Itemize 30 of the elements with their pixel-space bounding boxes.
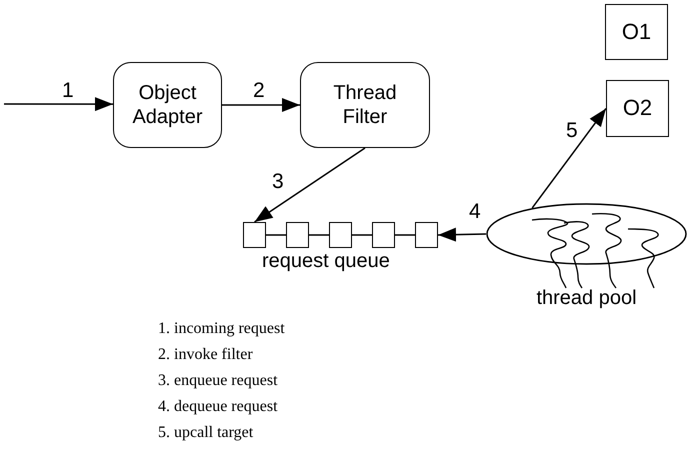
queue-link xyxy=(266,234,286,236)
queue-slot xyxy=(415,222,438,248)
process-box: Thread Filter xyxy=(300,62,430,148)
edge-label: 2 xyxy=(253,80,265,101)
queue-link xyxy=(309,234,329,236)
arrow xyxy=(438,228,486,242)
legend-note: 2. invoke filter xyxy=(158,346,253,364)
queue-label: request queue xyxy=(262,250,390,273)
process-box: Object Adapter xyxy=(113,62,222,148)
edge-label: 1 xyxy=(62,80,74,101)
edge-label: 3 xyxy=(272,171,284,192)
queue-slot xyxy=(243,222,266,248)
arrow xyxy=(532,108,607,208)
edge-label: 4 xyxy=(469,201,481,222)
object-box: O2 xyxy=(606,80,669,137)
queue-link xyxy=(352,234,372,236)
object-box: O1 xyxy=(605,4,668,60)
legend-note: 4. dequeue request xyxy=(158,398,278,416)
legend-note: 3. enqueue request xyxy=(158,372,278,390)
legend-note: 5. upcall target xyxy=(158,424,254,442)
queue-slot xyxy=(329,222,352,248)
queue-link xyxy=(395,234,415,236)
queue-slot xyxy=(372,222,395,248)
arrow xyxy=(254,147,366,223)
thread-pool-label: thread pool xyxy=(535,287,638,310)
arrow xyxy=(222,98,300,112)
arrow xyxy=(4,97,113,112)
edge-label: 5 xyxy=(566,120,578,141)
legend-note: 1. incoming request xyxy=(158,320,285,338)
queue-slot xyxy=(286,222,309,248)
